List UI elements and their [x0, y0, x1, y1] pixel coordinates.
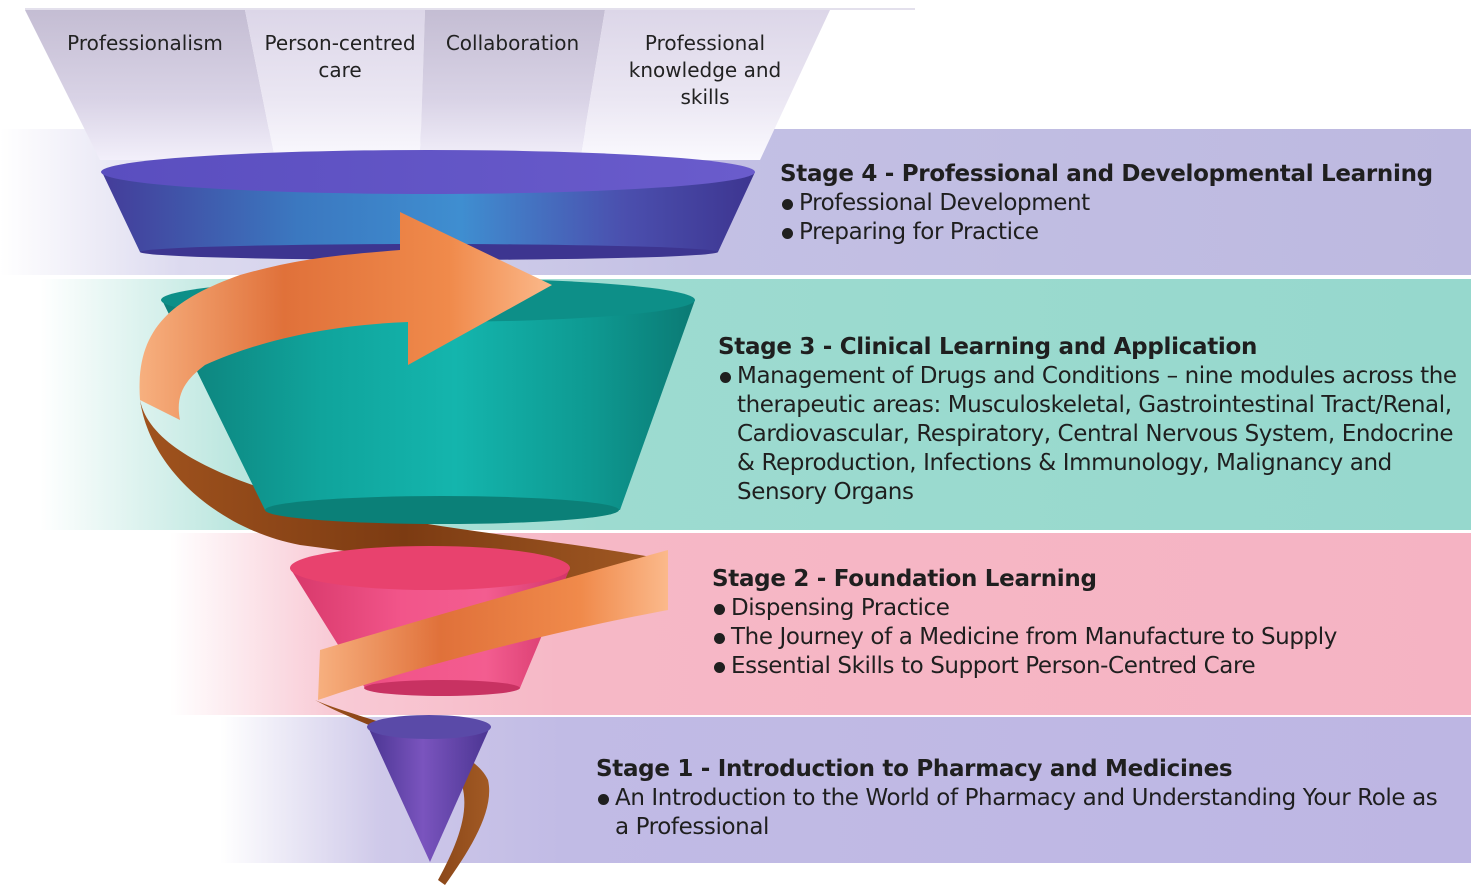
- list-item: Dispensing Practice: [712, 594, 1452, 623]
- list-item: Preparing for Practice: [780, 218, 1460, 247]
- bullet-icon: [782, 228, 793, 239]
- stage-3-description: Stage 3 - Clinical Learning and Applicat…: [718, 333, 1458, 507]
- stage-2-title: Stage 2 - Foundation Learning: [712, 566, 1097, 592]
- list-item: An Introduction to the World of Pharmacy…: [596, 784, 1456, 842]
- stage-4-funnel-top: [101, 150, 755, 194]
- list-item-text: Professional Development: [799, 190, 1090, 216]
- list-item: Professional Development: [780, 189, 1460, 218]
- list-item: The Journey of a Medicine from Manufactu…: [712, 623, 1452, 652]
- stage-3-list: Management of Drugs and Conditions – nin…: [718, 362, 1458, 507]
- stage-1-description: Stage 1 - Introduction to Pharmacy and M…: [596, 755, 1456, 842]
- list-item-text: The Journey of a Medicine from Manufactu…: [731, 624, 1337, 650]
- list-item-text: Preparing for Practice: [799, 219, 1039, 245]
- stage-2-band: [0, 533, 1471, 715]
- stage-3-funnel-bottom: [265, 496, 619, 524]
- stage-4-title: Stage 4 - Professional and Developmental…: [780, 161, 1433, 187]
- bullet-icon: [714, 633, 725, 644]
- list-item-text: An Introduction to the World of Pharmacy…: [615, 785, 1438, 840]
- value-label-collaboration: Collaboration: [445, 31, 580, 55]
- values-funnel-segment: [245, 10, 425, 160]
- arrow-head: [139, 212, 552, 420]
- bullet-icon: [714, 662, 725, 673]
- list-item-text: Dispensing Practice: [731, 595, 950, 621]
- list-item-text: Management of Drugs and Conditions – nin…: [737, 363, 1457, 505]
- values-funnel-segment: [580, 10, 830, 160]
- value-label-professional-knowledge: Professional knowledge and skills: [628, 31, 782, 109]
- stage-1-funnel: [368, 727, 490, 862]
- stage-4-description: Stage 4 - Professional and Developmental…: [780, 160, 1460, 247]
- bullet-icon: [782, 199, 793, 210]
- value-label-person-centred-care: Person-centred care: [264, 31, 416, 82]
- list-item-text: Essential Skills to Support Person-Centr…: [731, 653, 1256, 679]
- values-funnel-segment: [420, 10, 605, 160]
- list-item: Management of Drugs and Conditions – nin…: [718, 362, 1458, 507]
- stage-1-list: An Introduction to the World of Pharmacy…: [596, 784, 1456, 842]
- stage-4-funnel: [102, 172, 755, 252]
- stage-2-funnel-top: [290, 546, 570, 590]
- arrow-ribbon-front: [318, 550, 668, 700]
- stage-1-band: [0, 717, 1471, 863]
- stage-2-description: Stage 2 - Foundation Learning Dispensing…: [712, 565, 1452, 681]
- stage-1-funnel-top: [367, 715, 491, 739]
- bullet-icon: [598, 794, 609, 805]
- values-funnel-segment: [25, 10, 275, 160]
- stage-3-funnel: [162, 300, 695, 510]
- bullet-icon: [720, 372, 731, 383]
- stage-2-list: Dispensing Practice The Journey of a Med…: [712, 594, 1452, 681]
- bullet-icon: [714, 604, 725, 615]
- stage-3-title: Stage 3 - Clinical Learning and Applicat…: [718, 334, 1258, 360]
- stage-4-list: Professional Development Preparing for P…: [780, 189, 1460, 247]
- stage-2-funnel-bottom: [364, 680, 520, 696]
- list-item: Essential Skills to Support Person-Centr…: [712, 652, 1452, 681]
- value-label-professionalism: Professionalism: [67, 31, 223, 55]
- stage-1-title: Stage 1 - Introduction to Pharmacy and M…: [596, 756, 1233, 782]
